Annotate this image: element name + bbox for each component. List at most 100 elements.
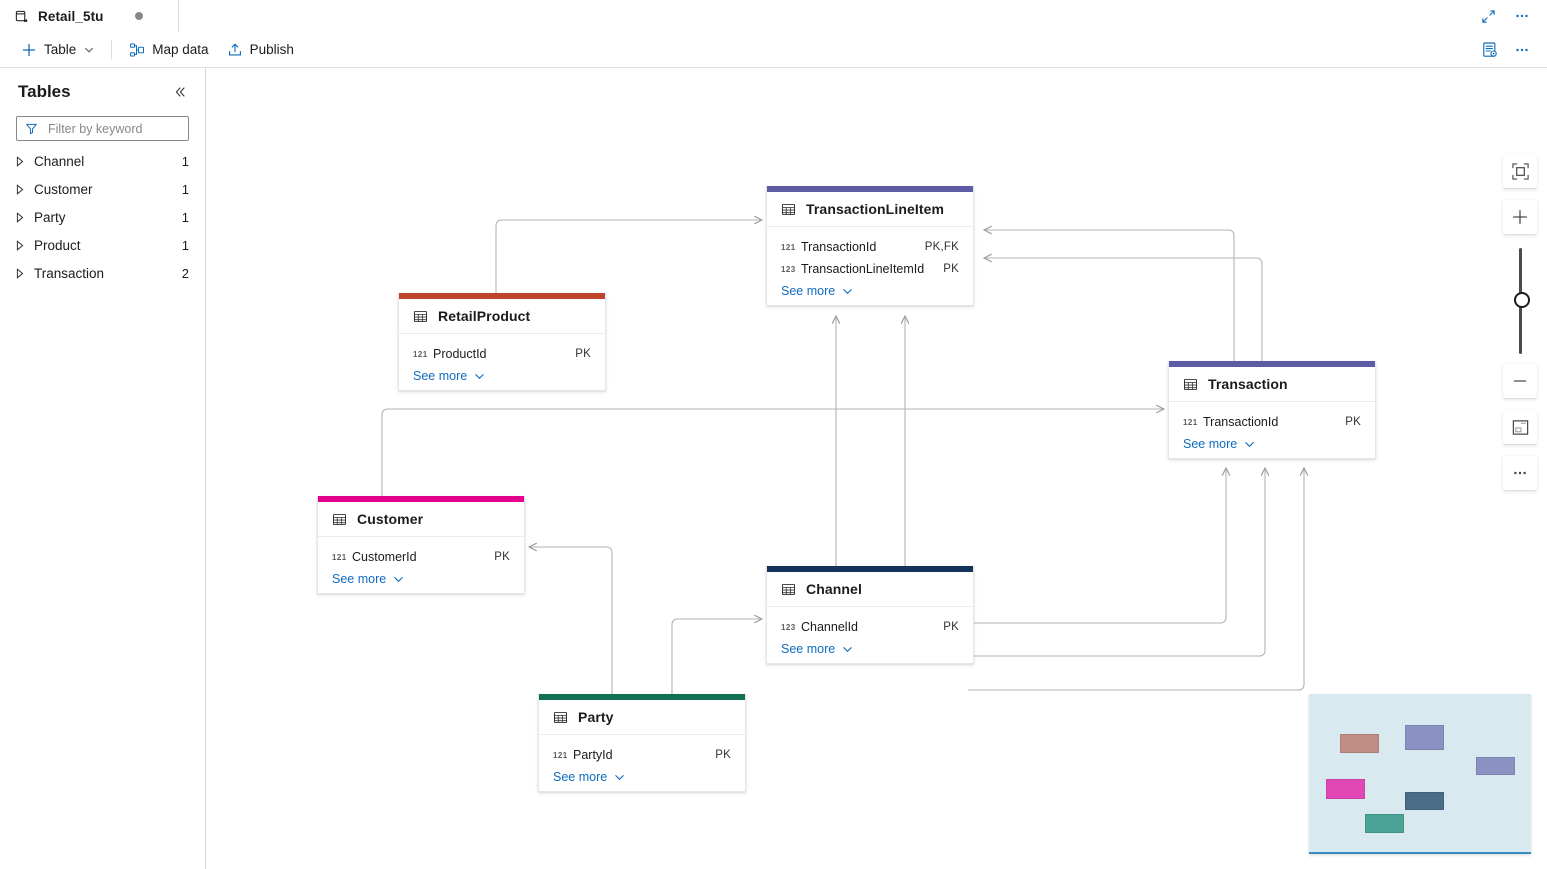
- add-table-button[interactable]: Table: [12, 36, 103, 64]
- field-key-badge: PK,FK: [924, 241, 959, 253]
- chevron-double-left-icon[interactable]: [169, 83, 191, 101]
- minimap-table-transaction: [1476, 757, 1515, 775]
- plus-icon: [1511, 208, 1529, 226]
- publish-upload-icon: [227, 42, 243, 58]
- connector-customer-transaction: [381, 409, 1164, 496]
- table-field-row[interactable]: 123 TransactionLineItemId PK: [767, 258, 973, 280]
- tab-bar: Retail_5tu: [0, 0, 1547, 33]
- table-card-accent-bar: [539, 694, 745, 700]
- table-card-title: Party: [578, 709, 614, 725]
- table-card-title: TransactionLineItem: [806, 201, 945, 217]
- chevron-right-icon[interactable]: [16, 211, 34, 223]
- see-more-button[interactable]: See more: [1169, 433, 1375, 451]
- chevron-down-icon: [393, 574, 404, 585]
- sidebar-item-count: 1: [181, 209, 189, 225]
- sidebar-item-count: 2: [181, 265, 189, 281]
- grid-table-icon: [332, 512, 347, 527]
- more-options-icon: [1511, 464, 1529, 482]
- publish-button[interactable]: Publish: [218, 36, 303, 64]
- see-more-button[interactable]: See more: [767, 638, 973, 656]
- expand-diagonal-icon[interactable]: [1473, 3, 1503, 29]
- table-card-header[interactable]: Transaction: [1169, 367, 1375, 402]
- zoom-out-button[interactable]: [1503, 364, 1537, 398]
- search-input[interactable]: [46, 120, 180, 137]
- chevron-right-icon[interactable]: [16, 239, 34, 251]
- table-card-header[interactable]: Customer: [318, 502, 524, 537]
- see-more-button[interactable]: See more: [539, 766, 745, 784]
- minus-icon: [1511, 372, 1529, 390]
- grid-table-icon: [553, 710, 568, 725]
- see-more-button[interactable]: See more: [767, 280, 973, 298]
- see-more-button[interactable]: See more: [318, 568, 524, 586]
- more-options-icon[interactable]: [1507, 37, 1537, 63]
- chevron-right-icon[interactable]: [16, 183, 34, 195]
- fit-to-screen-button[interactable]: [1503, 154, 1537, 188]
- canvas-minimap[interactable]: [1309, 694, 1531, 854]
- tab-retail-5tu[interactable]: Retail_5tu: [0, 0, 179, 32]
- table-card-header[interactable]: Party: [539, 700, 745, 735]
- table-card-header[interactable]: Channel: [767, 572, 973, 607]
- table-card-title: RetailProduct: [438, 308, 531, 324]
- connector-retailproduct-transactionlineitem: [495, 220, 762, 293]
- see-more-label: See more: [781, 642, 836, 656]
- chevron-down-icon: [474, 371, 485, 382]
- minimap-icon: [1511, 418, 1530, 437]
- zoom-slider-thumb[interactable]: [1514, 292, 1530, 308]
- table-card-header[interactable]: RetailProduct: [399, 299, 605, 334]
- sidebar-header: Tables: [0, 68, 205, 108]
- field-type-icon: 121: [332, 552, 347, 562]
- map-data-icon: [129, 42, 145, 58]
- table-card-accent-bar: [767, 566, 973, 572]
- grid-table-icon: [413, 309, 428, 324]
- field-type-icon: 123: [781, 264, 796, 274]
- filter-by-keyword-field[interactable]: [16, 116, 189, 141]
- grid-table-icon: [781, 202, 796, 217]
- chevron-right-icon[interactable]: [16, 267, 34, 279]
- document-settings-icon[interactable]: [1475, 37, 1505, 63]
- see-more-label: See more: [1183, 437, 1238, 451]
- more-options-icon[interactable]: [1507, 3, 1537, 29]
- table-card-title: Channel: [806, 581, 862, 597]
- er-diagram-canvas[interactable]: TransactionLineItem 121 TransactionId PK,FK…: [206, 68, 1547, 869]
- field-name: TransactionId: [801, 240, 877, 254]
- table-card-header[interactable]: TransactionLineItem: [767, 192, 973, 227]
- tab-bar-actions: [1473, 0, 1547, 32]
- field-type-icon: 121: [413, 349, 428, 359]
- field-key-badge: PK: [943, 263, 959, 275]
- chevron-right-icon[interactable]: [16, 155, 34, 167]
- table-card-title: Customer: [357, 511, 424, 527]
- see-more-button[interactable]: See more: [399, 365, 605, 383]
- map-data-button[interactable]: Map data: [120, 36, 217, 64]
- chevron-down-icon: [614, 772, 625, 783]
- sidebar-title: Tables: [18, 82, 71, 101]
- table-card-title: Transaction: [1208, 376, 1288, 392]
- command-bar-actions: [1475, 37, 1547, 63]
- zoom-slider[interactable]: [1503, 246, 1537, 356]
- field-type-icon: 123: [781, 622, 796, 632]
- field-name: TransactionLineItemId: [801, 262, 925, 276]
- minimap-toggle-button[interactable]: [1503, 410, 1537, 444]
- table-card-accent-bar: [318, 496, 524, 502]
- zoom-in-button[interactable]: [1503, 200, 1537, 234]
- canvas-more-options-button[interactable]: [1503, 456, 1537, 490]
